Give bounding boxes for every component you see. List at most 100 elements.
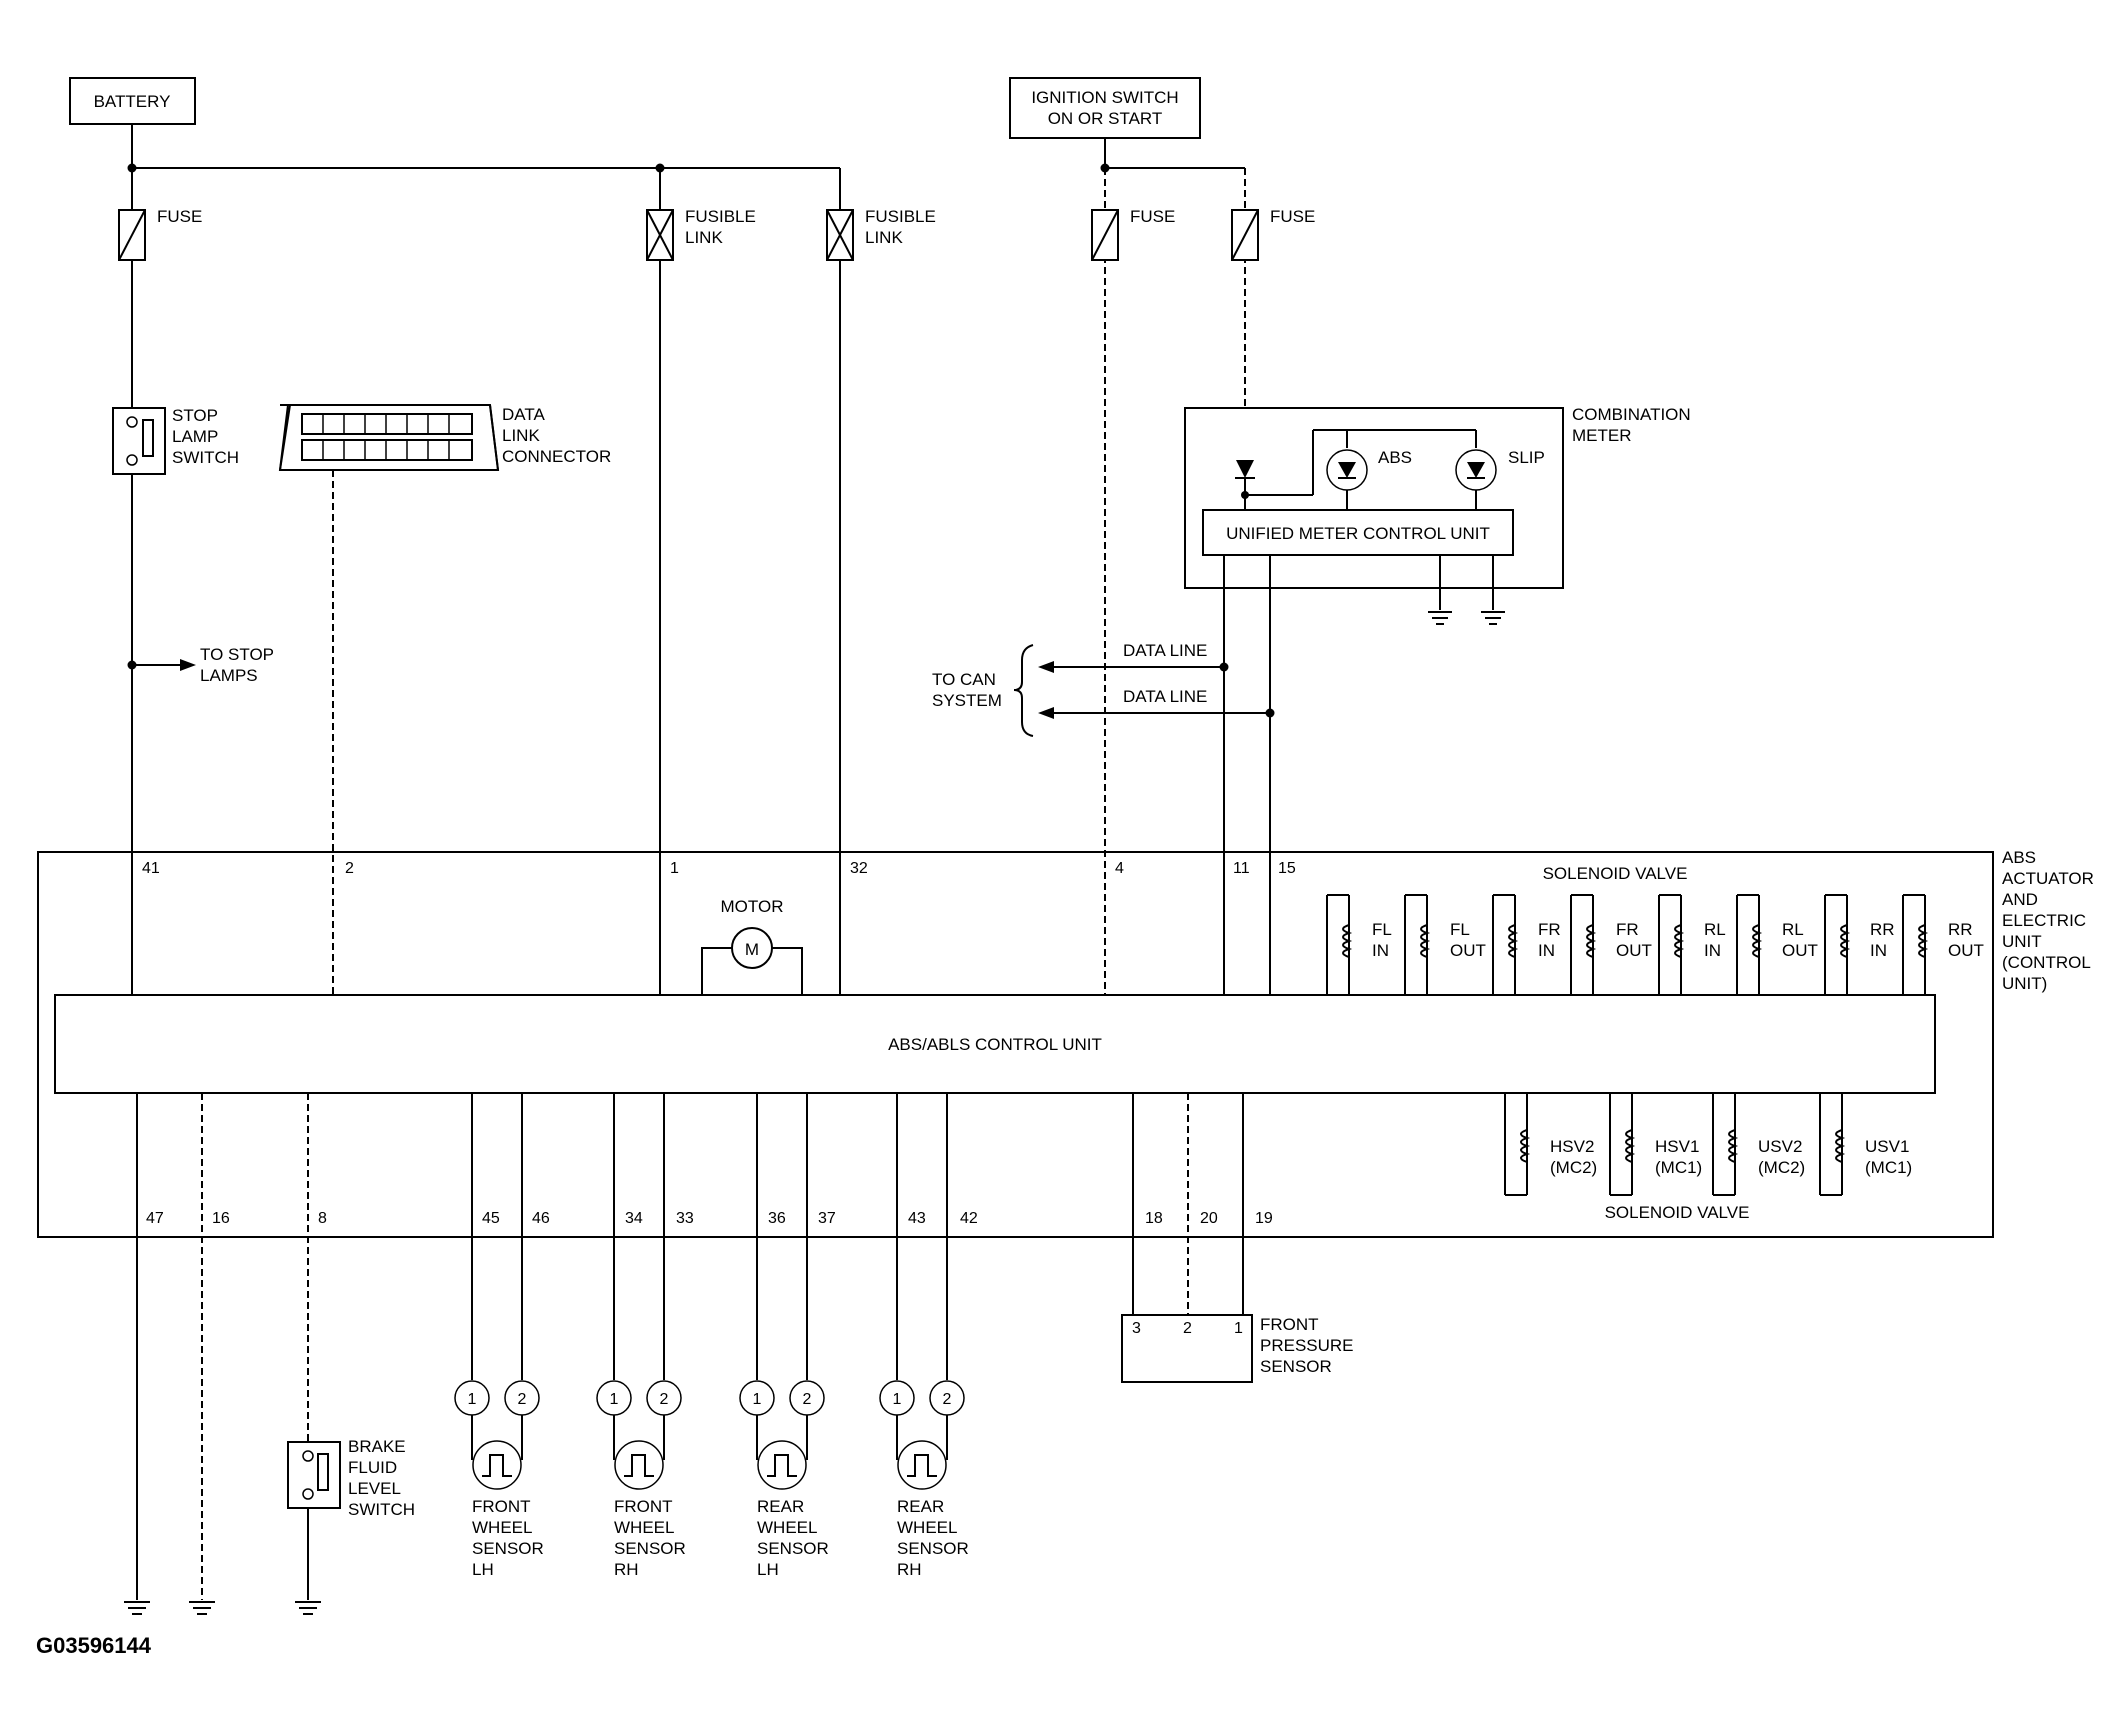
sensor-label-2: WHEEL: [757, 1518, 817, 1537]
slip-lamp-label: SLIP: [1508, 448, 1545, 467]
sensor-label-1: FRONT: [472, 1497, 531, 1516]
stop-lamp-switch: STOP LAMP SWITCH: [112, 406, 239, 475]
valve-hsv1: HSV1 (MC1): [1609, 1093, 1702, 1196]
abs-actuator-label-6: (CONTROL: [2002, 953, 2091, 972]
valve-label-2: (MC2): [1550, 1158, 1597, 1177]
abs-actuator-unit: ABS ACTUATOR AND ELECTRIC UNIT (CONTROL …: [37, 848, 2094, 1238]
valve-label-1: FR: [1538, 920, 1561, 939]
pin-16: 16: [212, 1210, 230, 1227]
figure-id: G03596144: [36, 1633, 152, 1658]
wheel-sensor-front-rh: 1 2 FRONT WHEEL SENSOR RH: [596, 1093, 686, 1579]
valve-label-2: IN: [1704, 941, 1721, 960]
sensor-label-2: WHEEL: [614, 1518, 674, 1537]
terminal-2: 2: [943, 1391, 952, 1408]
pin-37: 37: [818, 1210, 836, 1227]
stop-lamp-switch-label-1: STOP: [172, 406, 218, 425]
sensor-label-4: RH: [897, 1560, 922, 1579]
valve-label-1: USV1: [1865, 1137, 1909, 1156]
ignition-switch: IGNITION SWITCH ON OR START: [1009, 77, 1201, 139]
data-link-connector-label-3: CONNECTOR: [502, 447, 611, 466]
brake-fluid-level-switch: BRAKE FLUID LEVEL SWITCH: [287, 1437, 415, 1519]
sensor-label-1: FRONT: [614, 1497, 673, 1516]
pin-8: 8: [318, 1210, 327, 1227]
pin-4: 4: [1115, 860, 1124, 877]
pin-36: 36: [768, 1210, 786, 1227]
data-line-label-1: DATA LINE: [1123, 641, 1207, 660]
valve-fl-out: FL OUT: [1404, 894, 1486, 995]
abs-actuator-label-5: UNIT: [2002, 932, 2042, 951]
abs-actuator-label-4: ELECTRIC: [2002, 911, 2086, 930]
front-pressure-sensor: 3 2 1 FRONT PRESSURE SENSOR: [1121, 1093, 1354, 1383]
fuse-label: FUSE: [157, 207, 202, 226]
sensor-label-3: SENSOR: [472, 1539, 544, 1558]
valve-usv2: USV2 (MC2): [1712, 1093, 1805, 1196]
pin-41: 41: [142, 860, 160, 877]
abs-actuator-label-3: AND: [2002, 890, 2038, 909]
valve-label-2: IN: [1538, 941, 1555, 960]
fusible-link-label-1: FUSIBLE: [865, 207, 936, 226]
brake-fluid-label-4: SWITCH: [348, 1500, 415, 1519]
valve-label-1: FL: [1372, 920, 1392, 939]
valve-rr-in: RR IN: [1824, 894, 1895, 995]
wheel-sensor-rear-lh: 1 2 REAR WHEEL SENSOR LH: [739, 1093, 829, 1579]
abs-lamp-label: ABS: [1378, 448, 1412, 467]
abs-actuator-label-7: UNIT): [2002, 974, 2047, 993]
motor-symbol: M: [745, 940, 759, 959]
sensor-label-1: REAR: [757, 1497, 804, 1516]
ignition-switch-label-1: IGNITION SWITCH: [1031, 88, 1178, 107]
combination-meter-label-1: COMBINATION: [1572, 405, 1691, 424]
valve-rl-out: RL OUT: [1736, 894, 1818, 995]
unified-meter-control-unit-label: UNIFIED METER CONTROL UNIT: [1226, 524, 1490, 543]
pin-47: 47: [146, 1210, 164, 1227]
pin-1: 1: [670, 860, 679, 877]
pin-32: 32: [850, 860, 868, 877]
sensor-label-4: RH: [614, 1560, 639, 1579]
fuse-label: FUSE: [1130, 207, 1175, 226]
to-can-system-label-2: SYSTEM: [932, 691, 1002, 710]
data-link-connector-label-2: LINK: [502, 426, 540, 445]
pin-45: 45: [482, 1210, 500, 1227]
valve-label-1: FL: [1450, 920, 1470, 939]
fuse-ignition-2: FUSE: [1231, 207, 1315, 261]
abs-actuator-label-2: ACTUATOR: [2002, 869, 2094, 888]
valve-label-2: (MC1): [1655, 1158, 1702, 1177]
valve-hsv2: HSV2 (MC2): [1504, 1093, 1597, 1196]
valve-fr-in: FR IN: [1492, 894, 1561, 995]
to-stop-lamps-label-1: TO STOP: [200, 645, 274, 664]
valve-rr-out: RR OUT: [1902, 894, 1984, 995]
pin-20: 20: [1200, 1210, 1218, 1227]
sensor-label-4: LH: [757, 1560, 779, 1579]
ground-wires: [124, 1093, 321, 1615]
control-unit-label: ABS/ABLS CONTROL UNIT: [888, 1035, 1102, 1054]
fusible-link-label-2: LINK: [685, 228, 723, 247]
valve-usv1: USV1 (MC1): [1819, 1093, 1912, 1196]
fusible-link-label-1: FUSIBLE: [685, 207, 756, 226]
valve-label-2: OUT: [1782, 941, 1818, 960]
valve-label-1: USV2: [1758, 1137, 1802, 1156]
pin-15: 15: [1278, 860, 1296, 877]
front-pressure-sensor-label-1: FRONT: [1260, 1315, 1319, 1334]
motor-label: MOTOR: [721, 897, 784, 916]
valve-fr-out: FR OUT: [1570, 894, 1652, 995]
stop-lamp-switch-label-3: SWITCH: [172, 448, 239, 467]
to-can-system-label-1: TO CAN: [932, 670, 996, 689]
terminal-1: 1: [893, 1391, 902, 1408]
solenoid-valve-label-bottom: SOLENOID VALVE: [1605, 1203, 1750, 1222]
fusible-link-2: FUSIBLE LINK: [826, 207, 936, 261]
pin-34: 34: [625, 1210, 643, 1227]
battery-label: BATTERY: [94, 92, 171, 111]
brake-fluid-label-3: LEVEL: [348, 1479, 401, 1498]
valve-fl-in: FL IN: [1326, 894, 1392, 995]
valve-label-1: RR: [1948, 920, 1973, 939]
data-link-connector: DATA LINK CONNECTOR: [278, 404, 611, 471]
data-line-label-2: DATA LINE: [1123, 687, 1207, 706]
abs-actuator-label-1: ABS: [2002, 848, 2036, 867]
terminal-2: 2: [518, 1391, 527, 1408]
solenoid-valve-label-top: SOLENOID VALVE: [1543, 864, 1688, 883]
wheel-sensor-rear-rh: 1 2 REAR WHEEL SENSOR RH: [879, 1093, 969, 1579]
front-pressure-sensor-label-2: PRESSURE: [1260, 1336, 1354, 1355]
pressure-pin-2: 2: [1183, 1320, 1192, 1337]
pin-42: 42: [960, 1210, 978, 1227]
sensor-label-3: SENSOR: [757, 1539, 829, 1558]
